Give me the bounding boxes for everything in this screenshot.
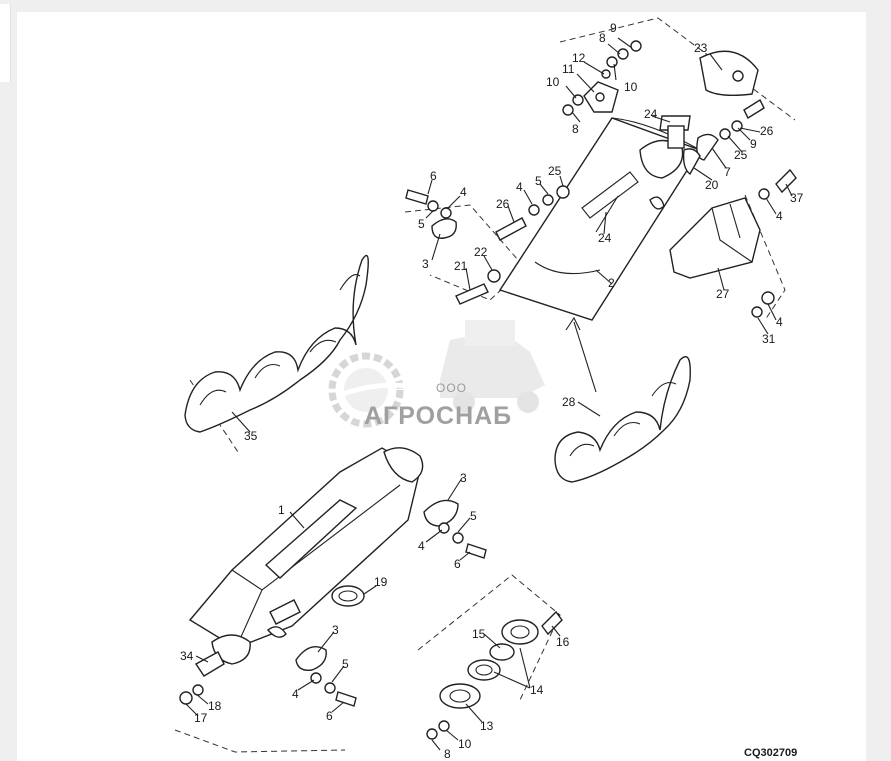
watermark-prefix: ООО [436,381,467,395]
leader-lines [185,37,793,751]
callout-31: 31 [762,332,776,346]
callout-4: 4 [418,539,425,553]
flighting-part-35 [184,254,369,433]
callout-20: 20 [705,178,719,192]
drawing-code: CQ302709 [744,747,797,759]
callout-14: 14 [530,683,544,697]
callout-3: 3 [332,623,339,637]
plate-hole [732,70,744,82]
callout-7: 7 [724,165,731,179]
callout-1: 1 [278,503,285,517]
callout-5: 5 [342,657,349,671]
side-panel-edge [0,4,11,82]
cover-plate-part-23 [699,50,759,97]
callout-5: 5 [418,217,425,231]
callout-6: 6 [326,709,333,723]
callout-12: 12 [572,51,586,65]
bracket-part-20 [682,148,701,176]
callout-6: 6 [454,557,461,571]
callout-22: 22 [474,245,488,259]
callout-24: 24 [644,107,658,121]
callout-6: 6 [430,169,437,183]
callout-26: 26 [760,124,774,138]
callout-21: 21 [454,259,468,273]
callout-27: 27 [716,287,730,301]
callout-4: 4 [776,315,783,329]
callout-25: 25 [734,148,748,162]
callout-4: 4 [516,180,523,194]
watermark-brand: АГРОСНАБ [364,402,512,430]
callout-9: 9 [610,21,617,35]
lower-tube-part-1 [179,447,424,705]
callout-4: 4 [460,185,467,199]
callout-8: 8 [599,31,606,45]
callout-23: 23 [694,41,708,55]
assembly-arrow [565,316,597,393]
callout-26: 26 [496,197,510,211]
callout-8: 8 [444,747,451,761]
callout-5: 5 [535,174,542,188]
callout-34: 34 [180,649,194,663]
callout-25: 25 [548,164,562,178]
callout-18: 18 [208,699,222,713]
callout-10: 10 [624,80,638,94]
callout-labels: 9 8 23 12 11 10 10 8 24 26 25 9 7 20 25 … [180,21,804,761]
callout-11: 11 [562,62,575,76]
lower-fasteners [295,499,563,740]
callout-2: 2 [608,276,615,290]
callout-19: 19 [374,575,388,589]
callout-4: 4 [776,209,783,223]
housing-part-27 [669,197,761,279]
callout-13: 13 [480,719,494,733]
callout-15: 15 [472,627,486,641]
callout-9: 9 [750,137,757,151]
callout-10: 10 [546,75,560,89]
callout-10: 10 [458,737,472,751]
callout-4: 4 [292,687,299,701]
flighting-part-28 [554,356,691,483]
callout-37: 37 [790,191,804,205]
callout-16: 16 [556,635,570,649]
callout-28: 28 [562,395,576,409]
callout-5: 5 [470,509,477,523]
watermark-logo [328,320,545,428]
callout-3: 3 [460,471,467,485]
callout-24: 24 [598,231,612,245]
bracket-hole [595,92,605,102]
bracket-part-7 [696,133,719,161]
callout-3: 3 [422,257,429,271]
callout-17: 17 [194,711,208,725]
upper-bolts [405,98,797,305]
callout-35: 35 [244,429,258,443]
callout-8: 8 [572,122,579,136]
upper-tube-part-2 [498,115,702,321]
